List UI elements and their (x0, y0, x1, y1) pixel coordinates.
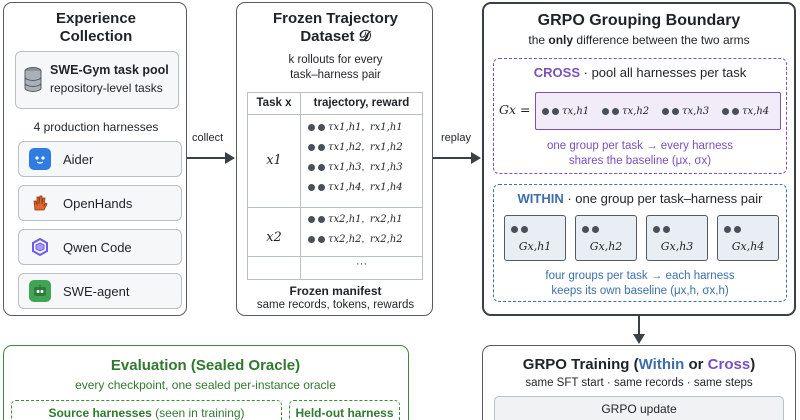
tau-value: τx1,h3 (328, 162, 362, 173)
gx-label: Gx = (499, 102, 531, 117)
harness-label: OpenHands (63, 195, 133, 211)
cross-note-line2: shares the baseline (μx, σx) (568, 155, 712, 167)
aider-icon (29, 148, 51, 170)
grpo-update-box: GRPO update (494, 396, 784, 420)
within-header: WITHIN · one group per task–harness pair (494, 191, 786, 206)
openhands-icon (29, 192, 51, 214)
frozen-dataset-panel: Frozen Trajectory Dataset 𝒟 k rollouts f… (236, 2, 433, 316)
database-icon (24, 67, 42, 92)
source-harnesses-label: Source harnesses (seen in training) (48, 406, 245, 420)
harness-item-aider: Aider (18, 141, 182, 177)
training-title: GRPO Training (Within or Cross) (522, 356, 756, 373)
manifest-subtitle: same records, tokens, rewards (256, 299, 415, 311)
cross-label: CROSS (533, 65, 581, 80)
task-pool-title: SWE-Gym task pool (50, 63, 169, 77)
harness-label: SWE-agent (63, 283, 130, 299)
grpo-training-panel: GRPO Training (Within or Cross) same SFT… (482, 345, 796, 420)
swe-agent-icon (29, 280, 51, 302)
cross-note-line1: one group per task → every harness (546, 140, 734, 152)
grpo-boundary-panel: GRPO Grouping Boundary the only differen… (482, 2, 796, 316)
tau-value: τx1,h1 (328, 122, 362, 133)
within-note-line2: keeps its own baseline (μx,h, σx,h) (551, 285, 729, 297)
harness-label: Qwen Code (63, 239, 132, 255)
reward-value: rx2,h2 (369, 234, 403, 245)
heldout-harness-box: Held-out harness (289, 400, 400, 420)
within-group-label: Gx,h3 (660, 240, 694, 253)
grpo-boundary-subtitle: the only difference between the two arms (528, 33, 750, 47)
trajectory-table: Task x trajectory, reward x1 τx1,h1, rx1… (247, 92, 423, 280)
down-arrow (633, 316, 645, 344)
manifest-title: Frozen manifest (289, 284, 382, 298)
cross-member: τx,h3 (662, 104, 709, 120)
table-row: τx2,h1, rx2,h1 (308, 212, 403, 228)
qwen-icon (29, 236, 51, 258)
within-group-box: Gx,h1 (504, 215, 566, 261)
harness-item-openhands: OpenHands (18, 185, 182, 221)
harness-item-qwen-code: Qwen Code (18, 229, 182, 265)
table-ellipsis: ··· (356, 258, 367, 270)
within-group-box: Gx,h2 (575, 215, 637, 261)
harness-item-swe-agent: SWE-agent (18, 273, 182, 309)
within-group-label: Gx,h1 (518, 240, 552, 253)
cross-member: τx,h1 (542, 104, 589, 120)
collect-label: collect (192, 132, 224, 144)
cross-group-box: τx,h1 τx,h2 τx,h3 τx,h4 (535, 92, 781, 130)
col-task-header: Task x (256, 97, 292, 109)
table-row: τx1,h1, rx1,h1 (308, 120, 403, 136)
frozen-title-line2: Dataset 𝒟 (300, 28, 371, 45)
cross-member: τx,h2 (602, 104, 649, 120)
tau-value: τx2,h1 (328, 214, 362, 225)
task-x2-rows: τx2,h1, rx2,h1 τx2,h2, rx2,h2 (308, 212, 403, 248)
col-traj-header: trajectory, reward (313, 97, 410, 109)
table-row: τx1,h3, rx1,h3 (308, 160, 403, 176)
within-arm-box: WITHIN · one group per task–harness pair… (493, 184, 787, 302)
evaluation-title: Evaluation (Sealed Oracle) (110, 357, 301, 374)
tau-value: τx1,h2 (328, 142, 362, 153)
within-group-label: Gx,h4 (731, 240, 765, 253)
replay-arrow (433, 152, 481, 164)
reward-value: rx1,h3 (369, 162, 403, 173)
heldout-harness-label: Held-out harness (295, 406, 394, 420)
evaluation-subtitle: every checkpoint, one sealed per-instanc… (75, 378, 336, 392)
frozen-subtitle-line1: k rollouts for every (288, 54, 383, 66)
harness-label: Aider (63, 151, 94, 167)
training-subtitle: same SFT start · same records · same ste… (525, 377, 753, 389)
reward-value: rx1,h2 (369, 142, 403, 153)
within-note-line1: four groups per task → each harness (545, 270, 735, 282)
source-harnesses-box: Source harnesses (seen in training) (11, 400, 282, 420)
task-pool-subtitle: repository-level tasks (50, 81, 163, 95)
task-pool-box: SWE-Gym task pool repository-level tasks (15, 51, 179, 109)
grpo-boundary-title: GRPO Grouping Boundary (537, 12, 741, 29)
experience-title-line2: Collection (59, 28, 133, 45)
reward-value: rx1,h1 (369, 122, 403, 133)
harness-count-label: 4 production harnesses (33, 120, 159, 134)
cross-arm-box: CROSS · pool all harnesses per task Gx =… (493, 58, 787, 174)
replay-label: replay (441, 132, 471, 144)
experience-title-line1: Experience (55, 10, 137, 27)
task-x1-rows: τx1,h1, rx1,h1 τx1,h2, rx1,h2 τx1,h3, rx… (308, 120, 403, 196)
frozen-title-line1: Frozen Trajectory (272, 10, 399, 27)
table-row: τx1,h4, rx1,h4 (308, 180, 403, 196)
within-group-label: Gx,h2 (589, 240, 623, 253)
cross-desc: · pool all harnesses per task (580, 65, 747, 80)
reward-value: rx2,h1 (369, 214, 403, 225)
cross-header: CROSS · pool all harnesses per task (494, 65, 786, 80)
within-desc: · one group per task–harness pair (563, 191, 763, 206)
reward-value: rx1,h4 (369, 182, 403, 193)
tau-value: τx1,h4 (328, 182, 362, 193)
cross-member: τx,h4 (722, 104, 769, 120)
within-group-box: Gx,h3 (646, 215, 708, 261)
evaluation-panel: Evaluation (Sealed Oracle) every checkpo… (3, 345, 409, 420)
within-label: WITHIN (517, 191, 564, 206)
frozen-subtitle-line2: task–harness pair (290, 69, 381, 81)
task-x1-label: x1 (266, 153, 282, 168)
task-x2-label: x2 (266, 230, 282, 245)
experience-collection-panel: Experience Collection SWE-Gym task pool … (3, 2, 187, 316)
collect-arrow (187, 152, 235, 164)
table-row: τx1,h2, rx1,h2 (308, 140, 403, 156)
grpo-update-label: GRPO update (601, 402, 677, 416)
table-row: τx2,h2, rx2,h2 (308, 232, 403, 248)
tau-value: τx2,h2 (328, 234, 362, 245)
within-group-box: Gx,h4 (717, 215, 779, 261)
